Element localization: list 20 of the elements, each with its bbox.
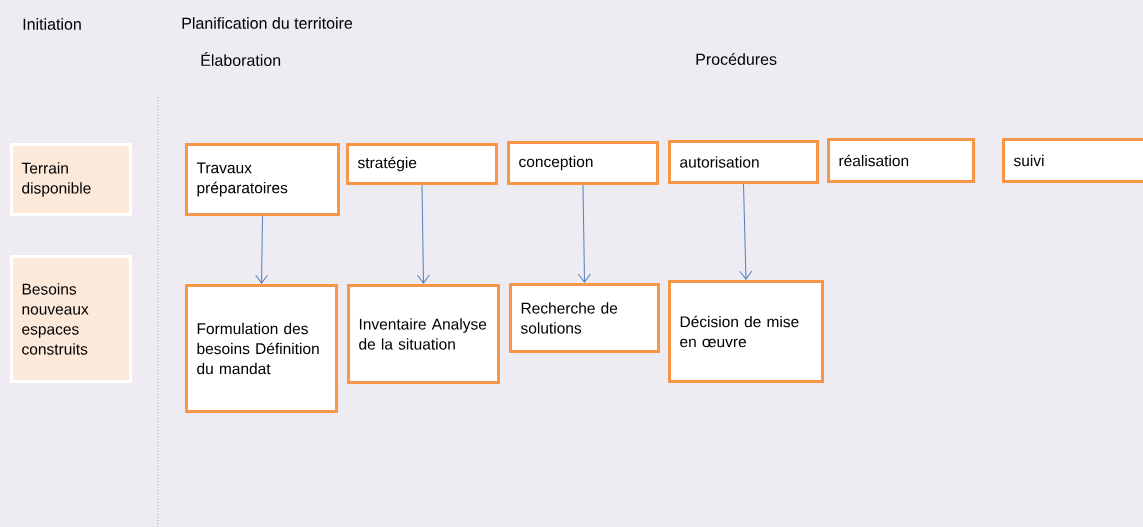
step-box: Décision de mise en œuvre <box>668 280 824 383</box>
arrow <box>739 183 753 280</box>
heading-label: Planification du territoire <box>182 17 353 29</box>
side-label-box: Terrain disponible <box>10 143 132 216</box>
step-box: Inventaire Analyse de la situation <box>347 284 500 384</box>
step-box: Recherche de solutions <box>509 283 660 353</box>
heading-label: Procédures <box>696 53 777 65</box>
step-box: Formulation des besoins Définition du mandat <box>185 284 338 413</box>
arrow <box>416 184 430 284</box>
arrow <box>577 184 591 283</box>
step-box: autorisation <box>668 140 819 184</box>
heading-label: Élaboration <box>201 51 281 66</box>
step-box: Travaux préparatoires <box>185 143 340 216</box>
step-box: stratégie <box>346 143 498 185</box>
arrow <box>255 215 269 284</box>
side-label-box: Besoins nouveaux espaces construits <box>10 255 132 383</box>
step-box: conception <box>507 141 659 185</box>
step-box: suivi <box>1002 138 1143 183</box>
heading-label: Initiation <box>23 18 81 30</box>
step-box: réalisation <box>827 138 975 183</box>
